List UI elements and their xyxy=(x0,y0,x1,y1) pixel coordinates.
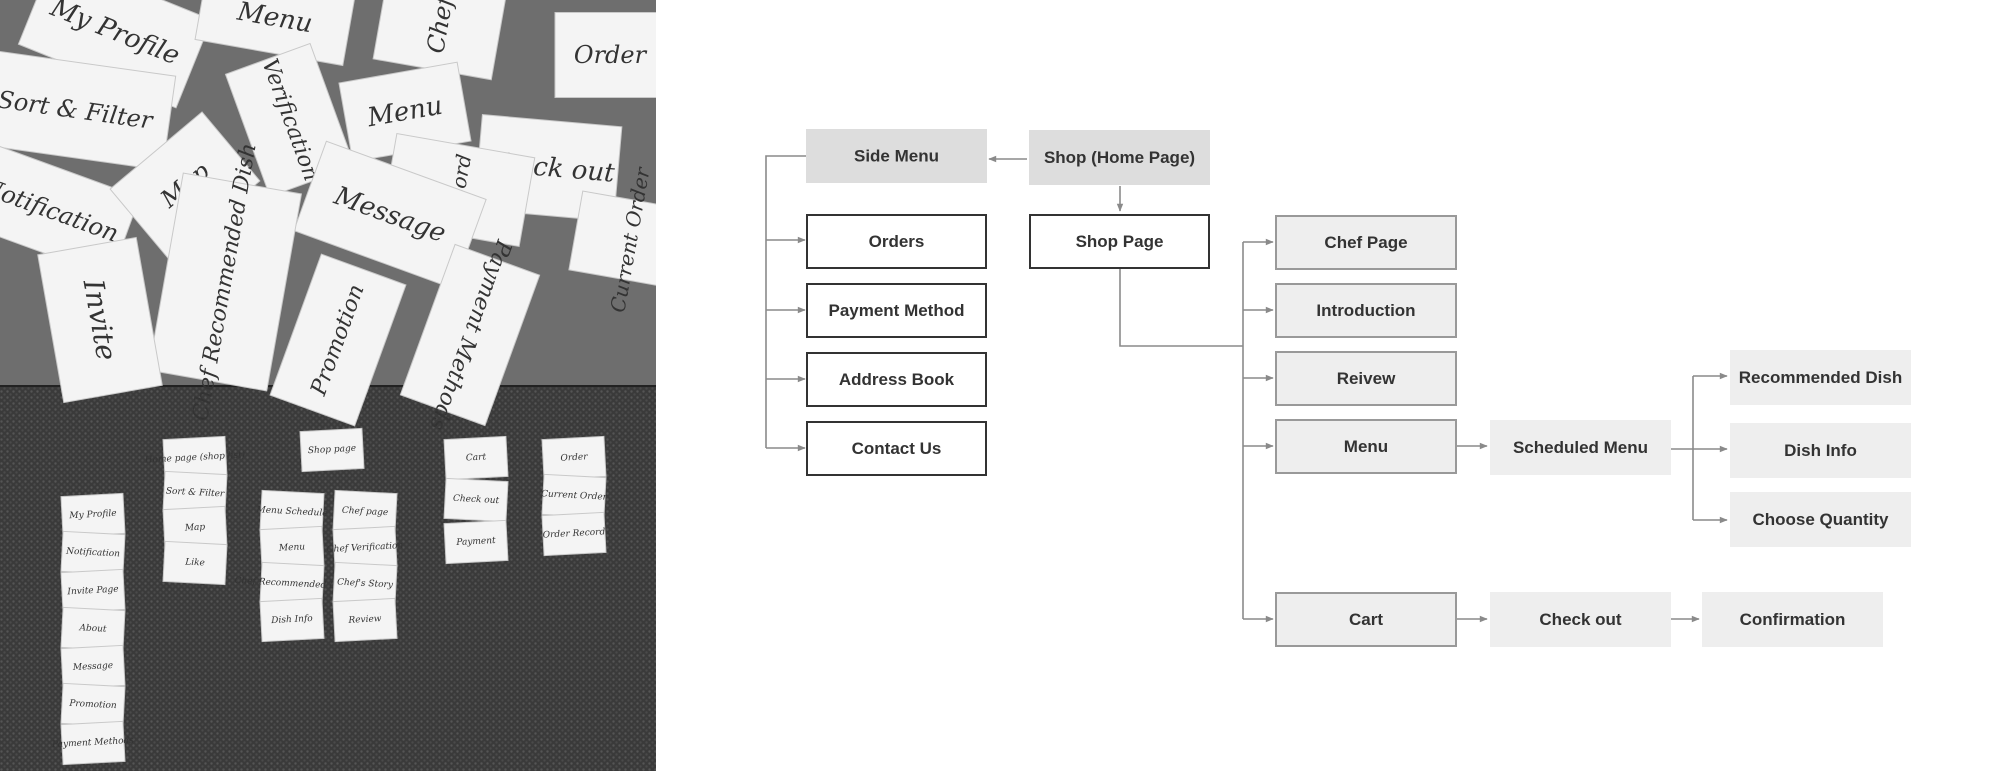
node-address-book: Address Book xyxy=(806,352,987,407)
node-shop-home-page-label: Shop (Home Page) xyxy=(1044,148,1195,167)
photo-card-menu-schedule-label: Menu Schedule xyxy=(255,505,328,519)
node-shop-page-label: Shop Page xyxy=(1076,232,1164,251)
photo-card-chef-verification-label: Chef Verification xyxy=(327,541,404,555)
node-orders: Orders xyxy=(806,214,987,269)
node-dish-info: Dish Info xyxy=(1730,423,1911,478)
photo-card-chef-s-story: Chef's Story xyxy=(332,561,398,607)
node-confirmation: Confirmation xyxy=(1702,592,1883,647)
node-cart: Cart xyxy=(1275,592,1457,647)
node-reivew-label: Reivew xyxy=(1337,369,1396,388)
photo-note-sort-filter: Sort & Filter xyxy=(0,49,177,171)
photo-note-chef: Chef xyxy=(372,0,508,81)
node-side-menu: Side Menu xyxy=(806,129,987,183)
photo-note-notification: Notification xyxy=(0,142,141,278)
photo-card-promotion: Promotion xyxy=(60,682,126,728)
photo-card-menu-label: Menu xyxy=(278,542,306,553)
photo-note-promotion: Promotion xyxy=(269,253,407,427)
photo-card-like: Like xyxy=(162,540,228,586)
node-check-out: Check out xyxy=(1490,592,1671,647)
node-contact-us: Contact Us xyxy=(806,421,987,476)
photo-card-check-out-label: Check out xyxy=(453,494,500,506)
photo-note-order-label: Order xyxy=(574,41,648,69)
photo-card-current-order: Current Order xyxy=(541,473,608,519)
node-chef-page-label: Chef Page xyxy=(1324,233,1407,252)
node-recommended-dish-label: Recommended Dish xyxy=(1739,368,1902,387)
photo-card-payment-methods-label: Payment Methods xyxy=(51,736,135,750)
photo-card-payment: Payment xyxy=(443,519,509,565)
photo-card-cart-label: Cart xyxy=(466,452,487,463)
node-check-out-label: Check out xyxy=(1539,610,1622,629)
photo-card-review: Review xyxy=(332,597,398,643)
photo-card-my-profile: My Profile xyxy=(60,492,126,538)
photo-card-order-label: Order xyxy=(560,452,588,463)
node-menu-label: Menu xyxy=(1344,437,1388,456)
photo-card-invite-page-label: Invite Page xyxy=(66,585,119,598)
photo-card-sort-filter-label: Sort & Filter xyxy=(166,486,226,499)
node-address-book-label: Address Book xyxy=(839,370,955,389)
node-menu: Menu xyxy=(1275,419,1457,474)
photo-card-promotion-label: Promotion xyxy=(68,699,117,712)
photo-card-shop-page-label: Shop page xyxy=(308,444,357,457)
photo-card-home-page-shop-list-label: Home page (shop list) xyxy=(143,449,245,465)
node-shop-page: Shop Page xyxy=(1029,214,1210,269)
node-recommended-dish: Recommended Dish xyxy=(1730,350,1911,405)
photo-note-chef-recommended-dish: Chef Recommended Dish xyxy=(147,141,303,423)
photo-card-payment-methods: Payment Methods xyxy=(51,720,135,766)
photo-card-check-out: Check out xyxy=(443,477,509,523)
node-reivew: Reivew xyxy=(1275,351,1457,406)
photo-note-message: Message xyxy=(293,140,487,290)
photo-card-sort-filter: Sort & Filter xyxy=(162,470,228,516)
node-scheduled-menu-label: Scheduled Menu xyxy=(1513,438,1648,457)
node-payment-method-label: Payment Method xyxy=(828,301,964,320)
photo-card-dish-info: Dish Info xyxy=(259,597,325,643)
node-confirmation-label: Confirmation xyxy=(1740,610,1846,629)
photo-card-message-label: Message xyxy=(72,661,114,673)
node-choose-quantity-label: Choose Quantity xyxy=(1752,510,1889,529)
node-shop-home-page: Shop (Home Page) xyxy=(1029,130,1210,185)
photo-note-my-profile: My Profile xyxy=(17,0,213,109)
node-chef-page: Chef Page xyxy=(1275,215,1457,270)
photo-card-order-record-label: Order Record xyxy=(542,527,605,540)
photo-card-about-label: About xyxy=(78,623,107,634)
edge-shop-page-to-bus xyxy=(1119,268,1243,347)
node-payment-method: Payment Method xyxy=(806,283,987,338)
node-introduction: Introduction xyxy=(1275,283,1457,338)
photo-card-shop-page: Shop page xyxy=(299,427,365,473)
photo-card-chef-recommended-dish: Chef Recommended Dish xyxy=(234,561,350,607)
photo-card-menu-schedule: Menu Schedule xyxy=(255,489,328,535)
photo-card-cart: Cart xyxy=(443,435,509,481)
photo-card-notification-label: Notification xyxy=(65,547,121,560)
edge-side-menu-bracket xyxy=(765,155,806,448)
photo-card-chef-page: Chef page xyxy=(332,489,398,535)
photo-card-my-profile-label: My Profile xyxy=(68,509,117,522)
photo-card-map-label: Map xyxy=(184,522,206,533)
photo-card-payment-label: Payment xyxy=(455,536,496,548)
photo-card-map: Map xyxy=(162,505,228,551)
photo-card-chef-page-label: Chef page xyxy=(342,506,389,518)
photo-card-chef-s-story-label: Chef's Story xyxy=(337,578,394,591)
node-cart-label: Cart xyxy=(1349,610,1383,629)
photo-note-invite: Invite xyxy=(37,236,163,404)
photo-card-like-label: Like xyxy=(184,557,205,568)
node-orders-label: Orders xyxy=(869,232,925,251)
photo-card-dish-info-label: Dish Info xyxy=(270,614,314,626)
photo-card-review-label: Review xyxy=(347,614,382,626)
photo-card-current-order-label: Current Order xyxy=(541,489,608,502)
photo-note-menu: Menu xyxy=(194,0,356,67)
node-choose-quantity: Choose Quantity xyxy=(1730,492,1911,547)
photo-card-invite-page: Invite Page xyxy=(60,568,126,614)
node-contact-us-label: Contact Us xyxy=(852,439,942,458)
node-introduction-label: Introduction xyxy=(1316,301,1415,320)
photo-note-order: Order xyxy=(554,12,656,98)
node-dish-info-label: Dish Info xyxy=(1784,441,1857,460)
node-side-menu-label: Side Menu xyxy=(854,147,939,166)
photo-card-order-record: Order Record xyxy=(541,511,607,557)
node-scheduled-menu: Scheduled Menu xyxy=(1490,420,1671,475)
photo-note-menu: Menu xyxy=(338,61,472,163)
